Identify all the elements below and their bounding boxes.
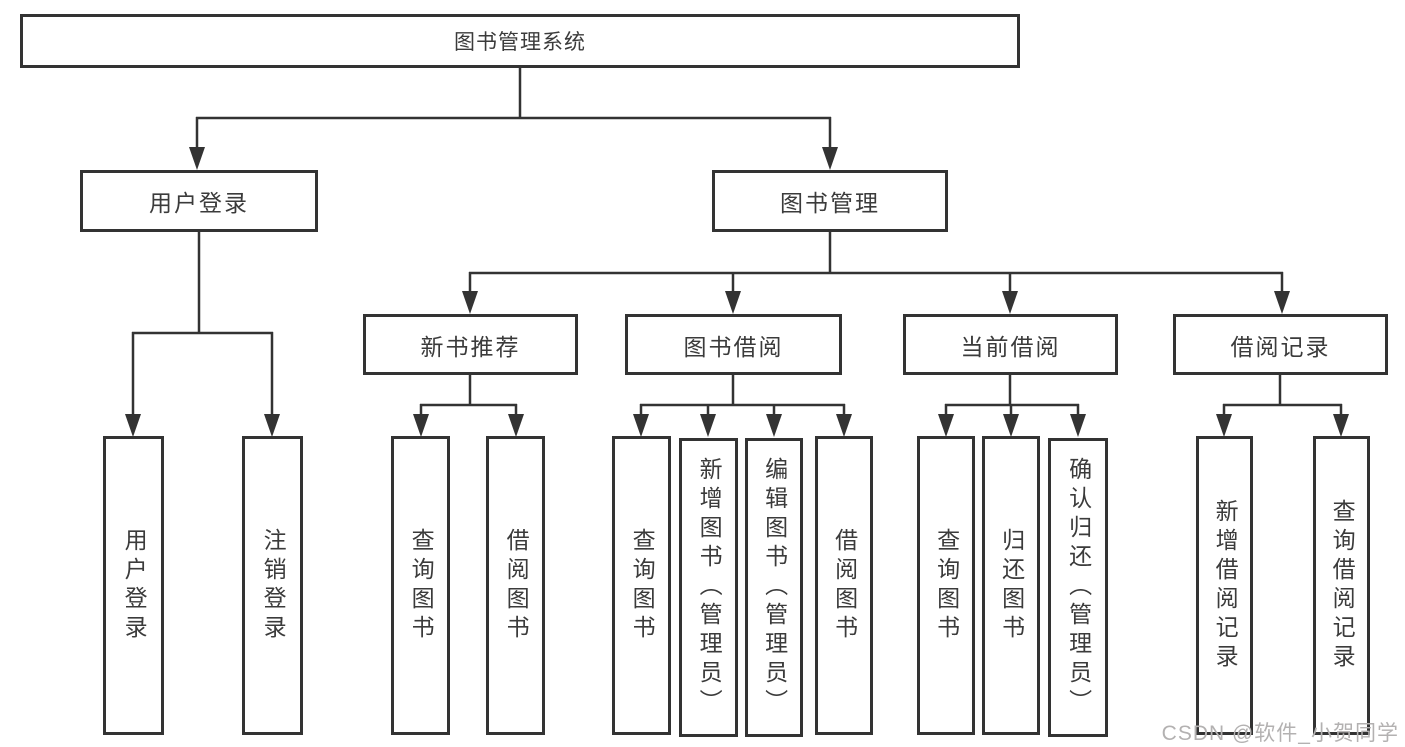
leaf-borrow-books: 借阅图书: [815, 436, 873, 735]
node-label: 查询图书: [408, 527, 435, 644]
node-label: 查询图书: [933, 527, 960, 644]
leaf-query-books-current: 查询图书: [917, 436, 975, 735]
node-label: 新增图书（管理员）: [696, 457, 723, 718]
csdn-watermark: CSDN @软件_小贺同学: [1161, 722, 1399, 745]
node-borrowing-records: 借阅记录: [1173, 314, 1388, 375]
node-label: 借阅图书: [503, 527, 530, 644]
leaf-return-books: 归还图书: [982, 436, 1040, 735]
node-library-management-system: 图书管理系统: [20, 14, 1020, 68]
leaf-query-books-recommend: 查询图书: [391, 436, 450, 735]
node-label: 用户登录: [149, 190, 249, 216]
leaf-add-borrow-record: 新增借阅记录: [1196, 436, 1253, 735]
node-book-management: 图书管理: [712, 170, 948, 232]
node-label: 归还图书: [998, 527, 1025, 644]
tree-edges: [131, 67, 1343, 417]
node-label: 借阅记录: [1230, 333, 1331, 360]
node-label: 确认归还（管理员）: [1065, 457, 1092, 718]
leaf-user-login: 用户登录: [103, 436, 164, 735]
node-current-borrowing: 当前借阅: [903, 314, 1118, 375]
node-label: 查询图书: [629, 527, 656, 644]
node-label: 图书管理: [780, 190, 880, 216]
node-label: 新书推荐: [420, 333, 521, 360]
leaf-query-borrow-record: 查询借阅记录: [1313, 436, 1370, 735]
node-label: 当前借阅: [960, 333, 1061, 360]
node-label: 注销登录: [260, 527, 287, 644]
node-user-login: 用户登录: [80, 170, 318, 232]
leaf-query-books-borrowing: 查询图书: [612, 436, 671, 735]
leaf-add-books-admin: 新增图书（管理员）: [679, 438, 738, 737]
node-label: 借阅图书: [831, 527, 858, 644]
node-label: 图书借阅: [683, 333, 784, 360]
node-label: 编辑图书（管理员）: [761, 457, 788, 718]
node-label: 新增借阅记录: [1212, 498, 1239, 673]
node-label: 图书管理系统: [454, 31, 586, 54]
leaf-borrow-books-recommend: 借阅图书: [486, 436, 545, 735]
leaf-confirm-return-admin: 确认归还（管理员）: [1048, 438, 1108, 737]
leaf-edit-books-admin: 编辑图书（管理员）: [745, 438, 803, 737]
node-label: 查询借阅记录: [1329, 498, 1356, 673]
leaf-logout: 注销登录: [242, 436, 303, 735]
node-label: 用户登录: [121, 527, 148, 644]
arrowhead-icons: [125, 147, 1349, 437]
node-new-book-recommendation: 新书推荐: [363, 314, 578, 375]
node-book-borrowing: 图书借阅: [625, 314, 842, 375]
